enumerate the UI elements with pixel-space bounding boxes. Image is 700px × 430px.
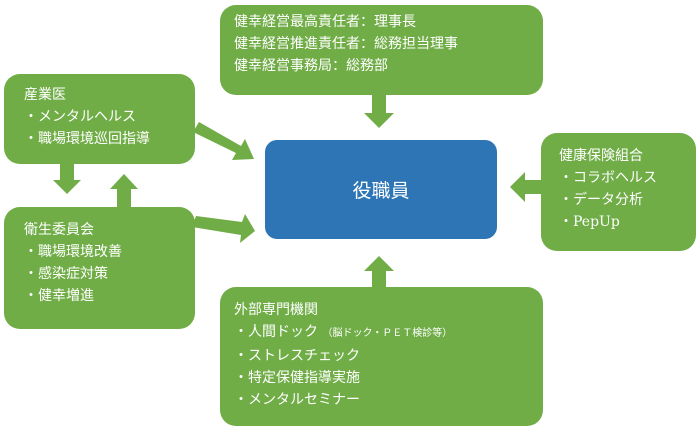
health-insurance-box: 健康保険組合 コラボヘルス データ分析 PepUp bbox=[541, 133, 696, 251]
gaibu-title: 外部専門機関 bbox=[234, 302, 318, 318]
sangyoui-item-1: メンタルヘルス bbox=[24, 106, 195, 128]
eisei-title: 衛生委員会 bbox=[24, 222, 94, 238]
staff-label: 役職員 bbox=[352, 180, 410, 202]
eisei-item-1: 職場環境改善 bbox=[24, 241, 195, 263]
top-line-2: 健幸経営推進責任者：総務担当理事 bbox=[234, 36, 458, 52]
arrow-sangyoui-to-center bbox=[193, 122, 254, 160]
kenpo-item-1: コラボヘルス bbox=[559, 167, 696, 189]
gaibu-item-1: 人間ドック （脳ドック・ＰＥＴ検診等） bbox=[234, 321, 543, 345]
gaibu-item-3: 特定保健指導実施 bbox=[234, 367, 543, 389]
top-line-1: 健幸経営最高責任者：理事長 bbox=[234, 14, 416, 30]
kenpo-title: 健康保険組合 bbox=[559, 148, 643, 164]
gaibu-item-4: メンタルセミナー bbox=[234, 389, 543, 411]
arrow-top-to-center bbox=[364, 95, 394, 128]
external-institutions-box: 外部専門機関 人間ドック （脳ドック・ＰＥＴ検診等） ストレスチェック 特定保健… bbox=[220, 287, 543, 426]
sangyoui-title: 産業医 bbox=[24, 87, 66, 103]
kenpo-item-2: データ分析 bbox=[559, 189, 696, 211]
arrow-right-to-center bbox=[510, 172, 541, 202]
eisei-item-3: 健幸増進 bbox=[24, 285, 195, 307]
arrow-sangyoui-to-eisei bbox=[53, 164, 81, 194]
eisei-item-2: 感染症対策 bbox=[24, 263, 195, 285]
gaibu-item-1-label: 人間ドック bbox=[248, 324, 318, 340]
sangyoui-item-2: 職場環境巡回指導 bbox=[24, 128, 195, 150]
health-committee-box: 衛生委員会 職場環境改善 感染症対策 健幸増進 bbox=[4, 207, 195, 329]
occupational-physician-box: 産業医 メンタルヘルス 職場環境巡回指導 bbox=[4, 74, 195, 164]
staff-box: 役職員 bbox=[265, 140, 497, 239]
gaibu-item-1-note: （脳ドック・ＰＥＴ検診等） bbox=[322, 328, 453, 339]
top-line-3: 健幸経営事務局：総務部 bbox=[234, 58, 388, 74]
arrow-eisei-to-center bbox=[192, 214, 255, 243]
arrow-eisei-to-sangyoui bbox=[110, 174, 138, 207]
kenpo-item-3: PepUp bbox=[559, 211, 696, 233]
arrow-bottom-to-center bbox=[364, 256, 394, 287]
management-box: 健幸経営最高責任者：理事長 健幸経営推進責任者：総務担当理事 健幸経営事務局：総… bbox=[220, 5, 543, 95]
gaibu-item-2: ストレスチェック bbox=[234, 345, 543, 367]
